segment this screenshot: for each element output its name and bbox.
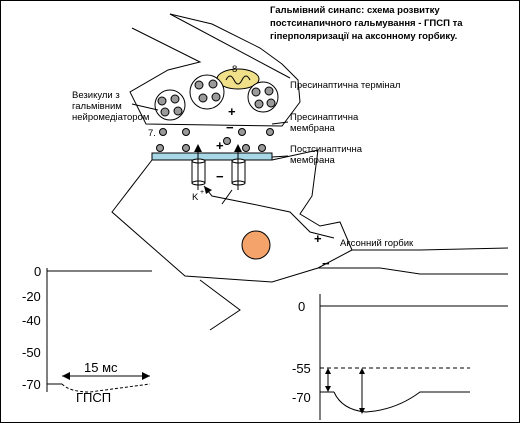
postsyn-membrane-label-2: мембрана [290, 155, 335, 166]
presynaptic-terminal-outline [129, 13, 301, 127]
potassium-label: K [192, 192, 199, 203]
vesicles-label-1: Везикули з [72, 90, 120, 101]
right-tick-0: 0 [298, 299, 305, 314]
cleft-plus-sign: + [216, 138, 224, 153]
label-7: 7. [148, 128, 156, 139]
left-tick-50: -50 [22, 345, 41, 360]
axon-hillock-label: Аксонний горбик [340, 238, 414, 249]
gap-arrow-left-top [325, 368, 331, 374]
time-arrow-right [142, 372, 150, 380]
axon-upper-edge [352, 247, 509, 251]
potassium-arrowhead [204, 186, 212, 194]
vesicle-cluster-left [154, 89, 186, 121]
time-label: 15 мс [84, 360, 118, 375]
axon-lower-edge [318, 267, 508, 275]
potassium-charge: + [200, 189, 204, 196]
presyn-membrane-pointer [271, 121, 289, 125]
ipsp-label: ГПСП [76, 390, 111, 405]
time-arrow-left [62, 372, 70, 380]
title-line-2: постсинапичного гальмування - ГПСП та [270, 18, 463, 29]
left-tick-70: -70 [22, 377, 41, 392]
soma-nucleus [241, 230, 271, 260]
mitochondrion-crista [225, 75, 251, 85]
ipsp-curve [61, 383, 151, 393]
left-tick-40: -40 [22, 313, 41, 328]
title-line-1: Гальмівний синапс: схема розвитку [270, 5, 440, 16]
vesicle-cluster-right [247, 81, 279, 113]
right-potential-graph: 0 -55 -70 [292, 294, 508, 420]
vesicles-label-2: гальмівним [72, 101, 122, 112]
dendrite-bottom [199, 279, 241, 331]
potassium-line-2 [221, 189, 233, 205]
vesicle-cluster-center [189, 74, 225, 110]
gap-arrow-right-bottom [359, 408, 365, 414]
right-tick-55: -55 [292, 361, 311, 376]
title-line-3: гіперполяризації на аксонному горбику. [270, 31, 457, 42]
postsyn-minus-sign: − [216, 169, 224, 184]
postsynaptic-neuron-outline [111, 149, 353, 283]
ion-flow-arrows [194, 144, 242, 190]
left-potential-graph: 0 -20 -40 -50 -70 15 мс ГПСП [22, 264, 152, 405]
presyn-membrane-label-1: Пресинаптична [290, 112, 359, 123]
presyn-terminal-label: Пресинаптична термінал [290, 80, 400, 91]
presyn-minus-sign: − [226, 120, 234, 135]
hyperpolarization-curve [333, 391, 470, 413]
postsyn-membrane-label-1: Постсинаптична [290, 144, 363, 155]
vesicles-pointer [131, 103, 159, 111]
postsynaptic-membrane [151, 152, 273, 161]
presyn-plus-sign: + [228, 104, 236, 119]
hillock-plus-sign: + [314, 231, 322, 246]
gap-arrow-right-top [359, 368, 365, 374]
hillock-minus-sign: − [322, 256, 330, 271]
gap-arrow-left-bottom [325, 386, 331, 392]
right-tick-70: -70 [292, 390, 311, 405]
postsyn-membrane-pointer [271, 155, 289, 158]
released-vesicles [156, 128, 274, 152]
presynaptic-axon-upper [169, 13, 291, 79]
vesicles-label-3: нейромедіатором [72, 112, 149, 123]
left-tick-20: -20 [22, 289, 41, 304]
presyn-membrane-label-2: мембрана [290, 123, 335, 134]
left-tick-0: 0 [34, 264, 41, 279]
potassium-current-path [203, 185, 335, 239]
label-8: 8 [232, 64, 237, 75]
